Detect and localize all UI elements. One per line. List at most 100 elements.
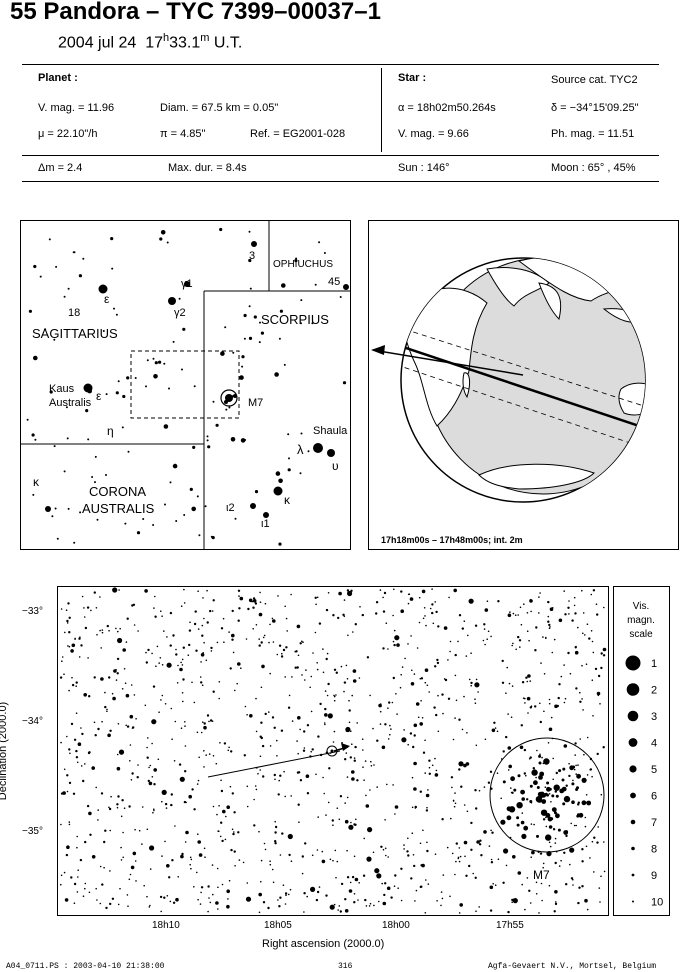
label-sagittarius: SAGITTARIUS [32, 326, 118, 341]
field-star [177, 664, 179, 667]
field-star [153, 808, 155, 810]
finder-star [219, 227, 223, 232]
finder-star [67, 287, 70, 290]
field-star [161, 694, 164, 697]
scale-label: 4 [651, 738, 657, 750]
field-star [212, 755, 215, 757]
cluster-star [523, 825, 529, 831]
field-star [555, 901, 557, 903]
field-star [84, 887, 86, 890]
field-star [554, 842, 557, 844]
field-star [343, 681, 347, 684]
field-star [258, 911, 261, 914]
field-star [147, 648, 150, 652]
field-star [149, 904, 151, 907]
star-kappa-cra [45, 506, 51, 512]
cluster-star [520, 789, 525, 795]
field-star [159, 895, 163, 899]
field-star [188, 629, 192, 632]
field-star [468, 598, 474, 604]
field-star [198, 756, 200, 759]
field-star [590, 630, 593, 632]
field-star [209, 609, 212, 613]
field-star [474, 698, 476, 700]
field-star [570, 877, 574, 880]
cluster-star [546, 786, 551, 792]
field-star [538, 596, 540, 598]
finder-star [146, 359, 149, 362]
finder-star [163, 424, 169, 429]
field-star [362, 749, 364, 751]
field-star [603, 841, 605, 843]
field-star [351, 770, 355, 774]
field-star [597, 674, 601, 678]
field-star [91, 855, 96, 859]
field-star [109, 829, 111, 832]
field-star [252, 599, 257, 603]
ra-tick-18h00: 18h00 [382, 920, 410, 931]
continent-antarctica [478, 463, 595, 490]
field-star [489, 885, 494, 890]
scale-label: 9 [651, 870, 657, 882]
field-star [302, 641, 304, 643]
cluster-star [543, 758, 550, 765]
planet-motion: μ = 22.10"/h [38, 128, 98, 140]
field-star [489, 770, 493, 773]
field-star [78, 637, 81, 640]
field-star [490, 858, 493, 861]
field-star [449, 895, 451, 898]
field-star [202, 597, 204, 599]
field-star [134, 828, 136, 831]
field-star [288, 694, 291, 697]
field-star [434, 665, 437, 668]
label-eta: η [107, 424, 114, 438]
field-star [335, 876, 337, 879]
field-star [373, 904, 375, 907]
field-star [413, 864, 416, 868]
field-star [336, 807, 339, 809]
scale-label: 8 [651, 844, 657, 856]
field-star [207, 910, 209, 913]
field-star [584, 634, 586, 636]
field-star [65, 609, 68, 611]
field-star [586, 736, 589, 739]
field-star [421, 717, 424, 719]
field-star [129, 714, 134, 719]
field-star [457, 640, 459, 643]
field-star [567, 606, 570, 609]
field-star [418, 596, 421, 599]
field-star [326, 652, 329, 655]
field-star [314, 596, 317, 599]
field-star [200, 891, 202, 894]
field-star [600, 793, 603, 796]
field-star [555, 771, 558, 775]
field-star [577, 803, 580, 806]
field-star [203, 722, 206, 725]
shadow-centerline [401, 337, 645, 441]
star-iota2 [250, 503, 256, 509]
cluster-star [557, 828, 561, 832]
field-star [145, 651, 147, 654]
finder-star [248, 258, 252, 263]
field-star [252, 628, 254, 630]
field-star [533, 823, 535, 826]
cluster-star [559, 788, 565, 794]
cluster-star [555, 794, 559, 798]
field-star [117, 795, 120, 798]
field-star [404, 657, 406, 660]
field-star [403, 844, 405, 846]
finder-star [323, 252, 326, 254]
field-star [384, 819, 386, 821]
field-star [217, 830, 219, 832]
finder-star [172, 340, 175, 343]
field-star [291, 676, 293, 678]
field-star [301, 640, 303, 643]
finder-star [318, 241, 321, 244]
finder-star [26, 418, 29, 421]
field-star [488, 845, 491, 847]
finder-star [248, 305, 251, 308]
field-star [470, 681, 473, 685]
field-star [596, 752, 599, 756]
finder-star [54, 507, 57, 510]
field-star [357, 899, 359, 901]
